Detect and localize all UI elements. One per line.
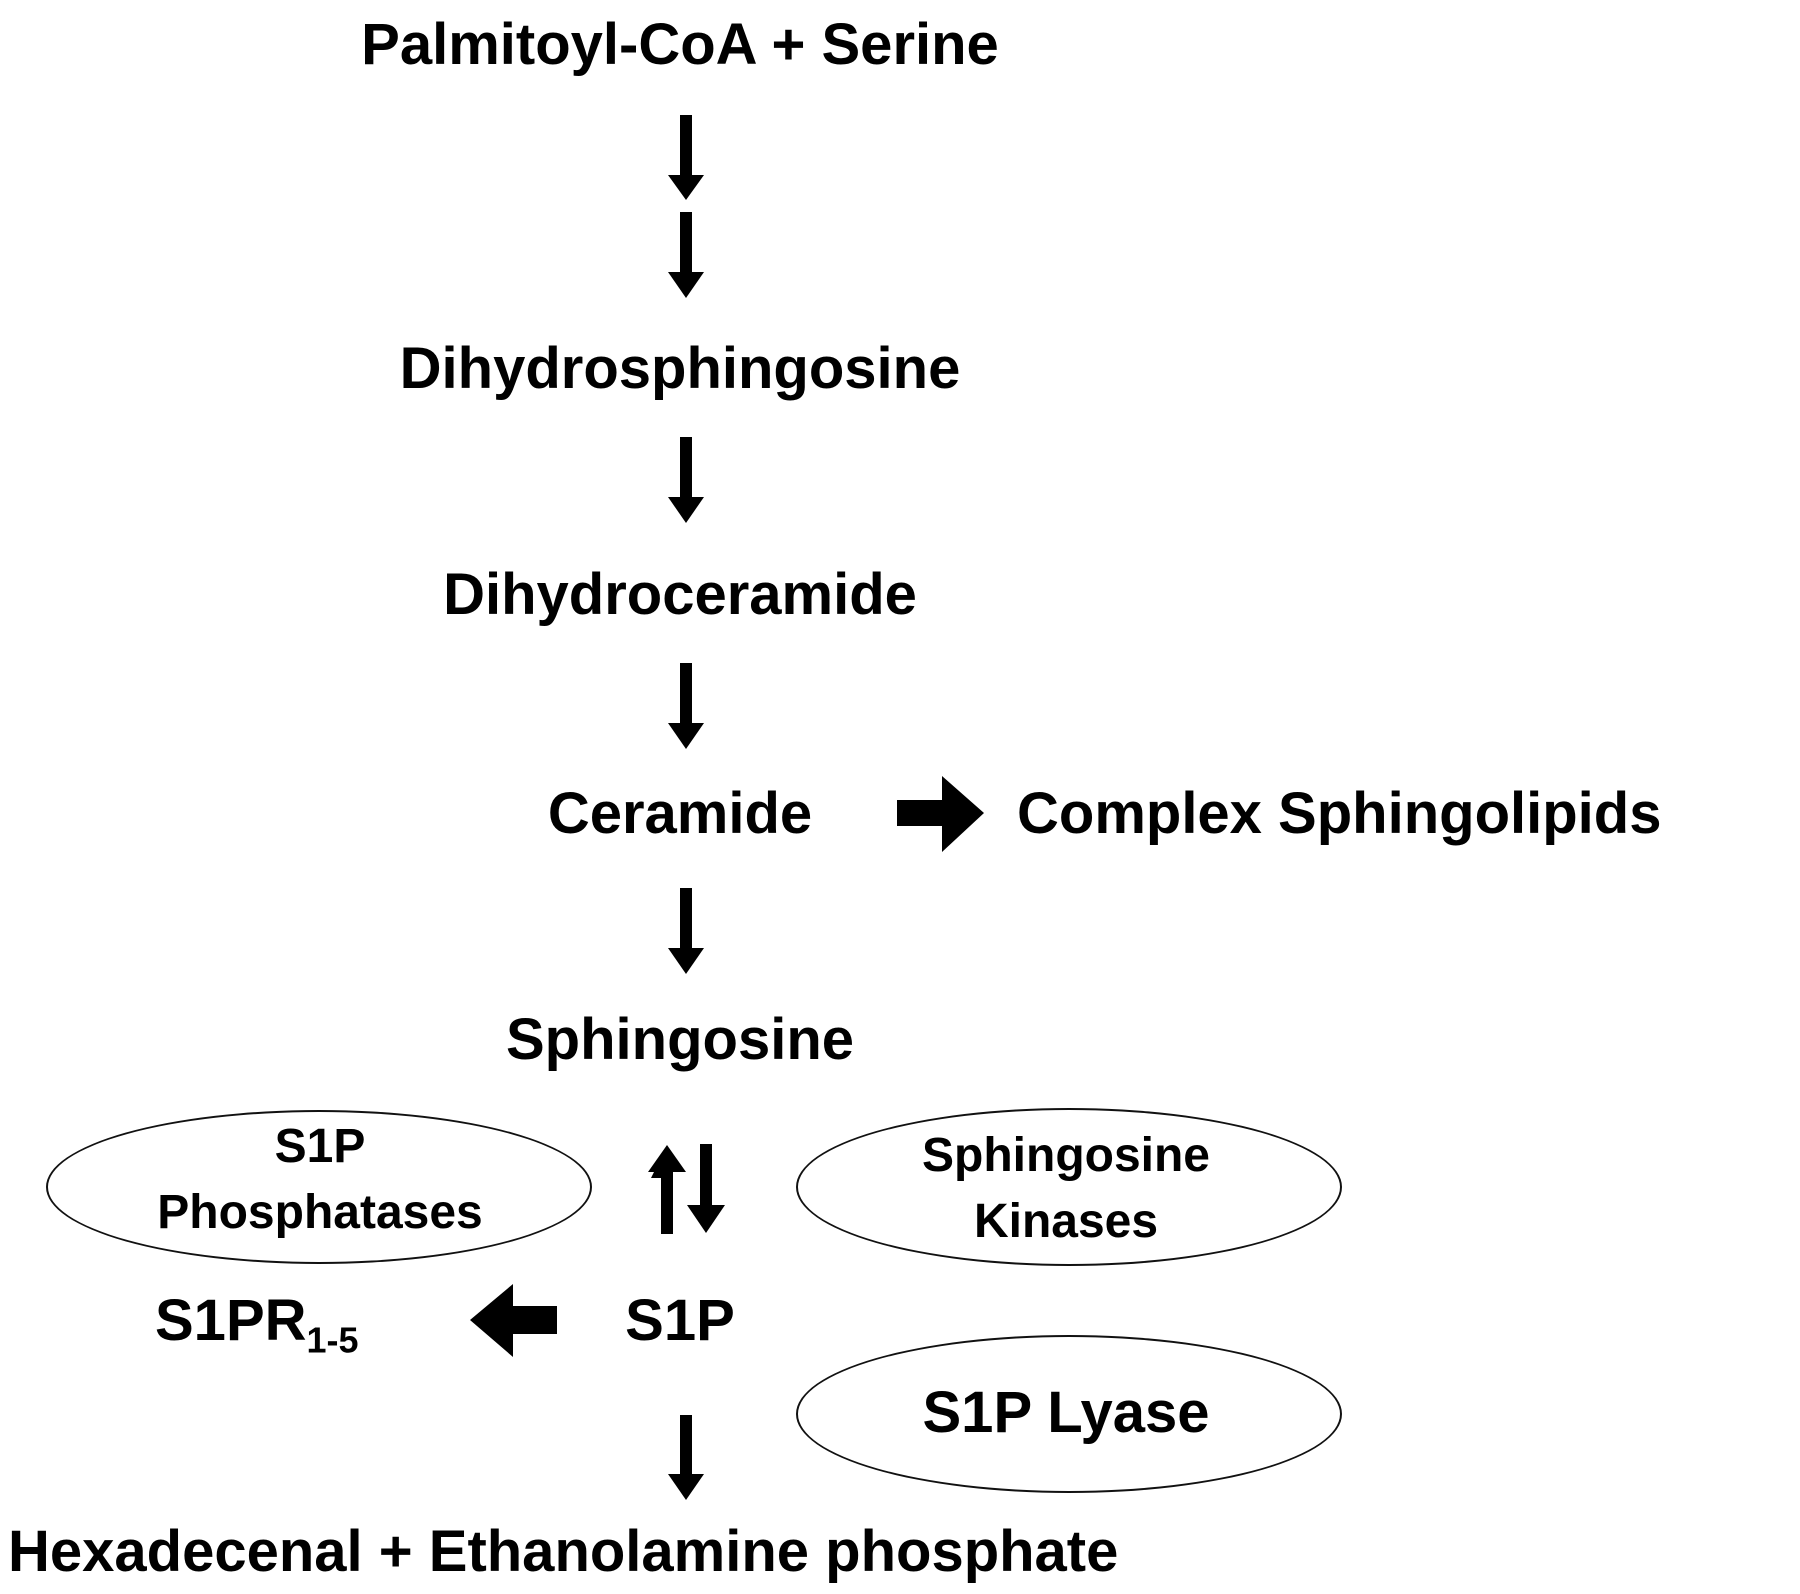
down-arrow-4 — [668, 663, 704, 749]
block-arrow-left — [470, 1284, 557, 1357]
node-dihydrosphingosine: Dihydrosphingosine — [399, 336, 961, 401]
s1p-phosphatases-line2: Phosphatases — [157, 1185, 483, 1239]
node-s1p: S1P — [625, 1288, 735, 1353]
ellipse-s1p-lyase — [796, 1335, 1342, 1493]
label-s1p-lyase: S1P Lyase — [922, 1380, 1210, 1445]
down-arrow-2 — [668, 212, 704, 298]
down-arrow-6 — [668, 1415, 704, 1500]
s1pr-subscript: 1-5 — [306, 1319, 359, 1361]
node-complex-sphingolipids: Complex Sphingolipids — [1017, 781, 1662, 846]
ellipse-sphingosine-kinases — [796, 1108, 1342, 1266]
node-palmitoyl-coa-serine: Palmitoyl-CoA + Serine — [361, 12, 999, 77]
label-sphingosine-kinases: Sphingosine Kinases — [922, 1127, 1210, 1250]
node-dihydroceramide: Dihydroceramide — [443, 562, 917, 627]
node-sphingosine: Sphingosine — [506, 1007, 854, 1072]
s1p-phosphatases-line1: S1P — [274, 1120, 366, 1173]
down-arrow-5 — [668, 888, 704, 974]
node-products: Hexadecenal + Ethanolamine phosphate — [8, 1519, 1119, 1584]
ellipse-s1p-phosphatases — [46, 1110, 592, 1264]
label-s1p-phosphatases: S1P Phosphatases — [157, 1118, 482, 1241]
node-s1pr: S1PR1-5 — [155, 1292, 358, 1359]
block-arrow-right — [897, 776, 984, 852]
reversible-arrows — [648, 1144, 725, 1234]
sphingosine-kinases-line1: Sphingosine — [922, 1129, 1210, 1182]
down-arrow-1 — [668, 115, 704, 200]
s1pr-base-text: S1PR — [155, 1288, 307, 1353]
sphingosine-kinases-line2: Kinases — [973, 1194, 1159, 1248]
node-ceramide: Ceramide — [547, 781, 813, 846]
down-arrow-3 — [668, 437, 704, 523]
